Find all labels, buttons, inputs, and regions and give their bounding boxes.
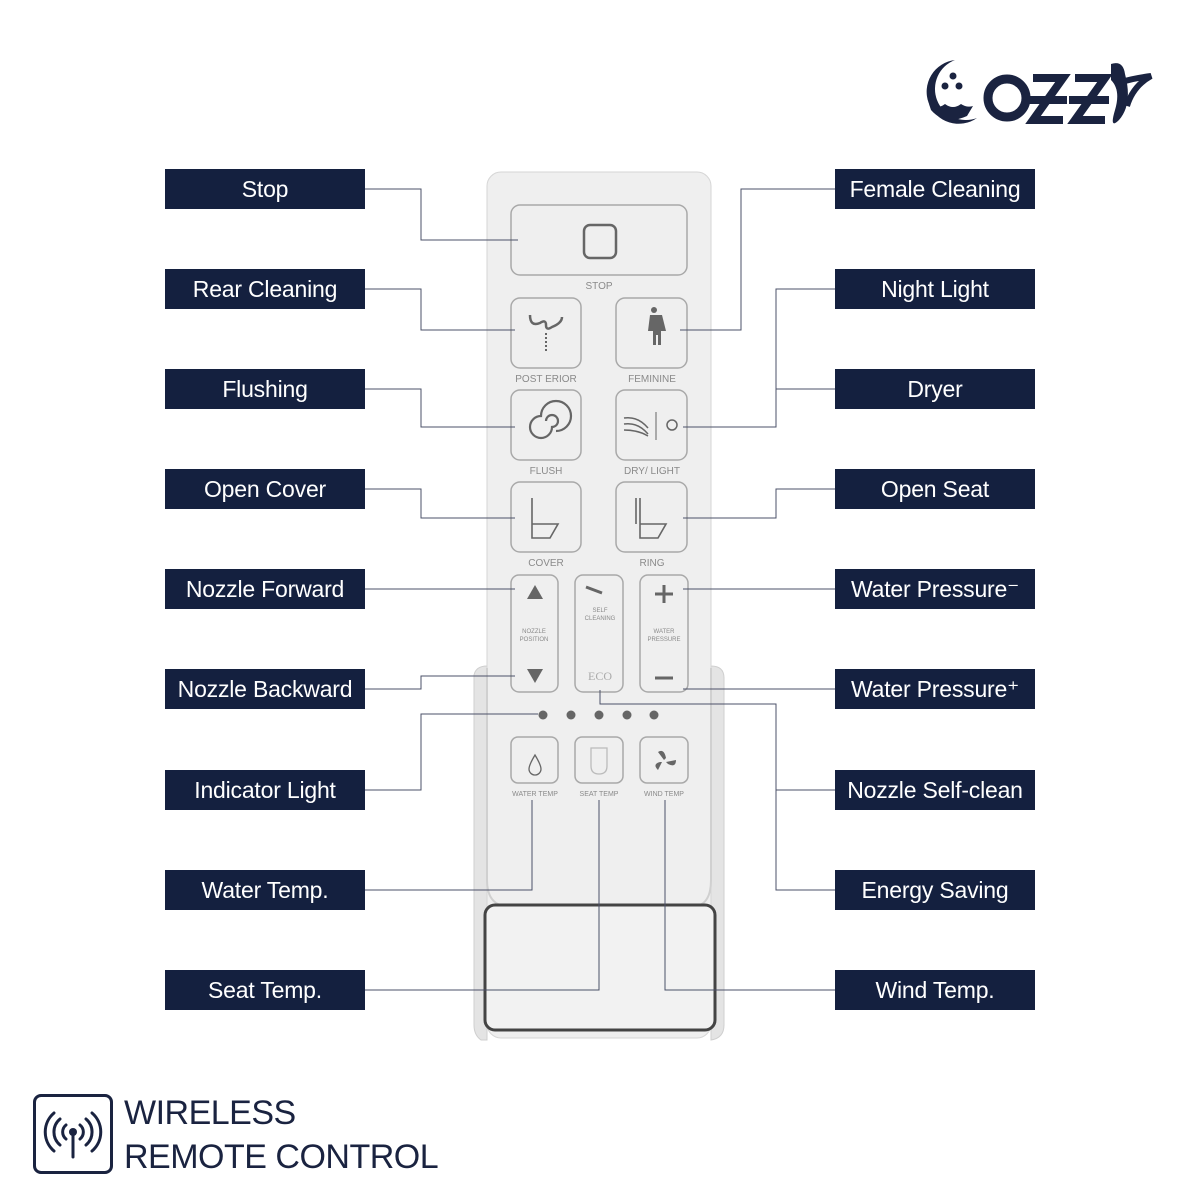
label-rear-cleaning: Rear Cleaning: [165, 269, 365, 309]
indicator-lights: [538, 710, 659, 720]
light-icon: [666, 419, 678, 431]
label-dryer: Dryer: [835, 369, 1035, 409]
stop-button: [510, 204, 688, 276]
eco-caption: ECO: [588, 669, 612, 683]
wireless-icon: [33, 1094, 113, 1174]
dry-light-caption: DRY/ LIGHT: [624, 466, 680, 477]
feminine-caption: FEMININE: [628, 374, 676, 385]
water-pressure-button: [639, 574, 689, 693]
nozzle-position-button: [510, 574, 559, 693]
seat-temp-button: [574, 736, 624, 784]
cover-caption: COVER: [528, 558, 564, 569]
ring-icon: [635, 498, 668, 539]
svg-text:PRESSURE: PRESSURE: [647, 637, 680, 643]
flush-button: [510, 389, 582, 461]
flush-icon: [528, 399, 573, 440]
label-stop: Stop: [165, 169, 365, 209]
label-nozzle-self-clean: Nozzle Self-clean: [835, 770, 1035, 810]
svg-text:POSITION: POSITION: [520, 637, 549, 643]
label-energy-saving: Energy Saving: [835, 870, 1035, 910]
dryer-icon: [623, 416, 649, 437]
posterior-icon: [528, 314, 564, 330]
cradle-slot: [483, 903, 717, 1032]
female-icon: [651, 307, 657, 313]
cover-button: [510, 481, 582, 553]
footer-line-1: WIRELESS: [124, 1094, 296, 1132]
label-nozzle-backward: Nozzle Backward: [165, 669, 365, 709]
label-seat-temp: Seat Temp.: [165, 970, 365, 1010]
svg-text:WATER: WATER: [654, 629, 676, 635]
label-female-cleaning: Female Cleaning: [835, 169, 1035, 209]
ring-caption: RING: [640, 558, 665, 569]
plus-minus-icon: [655, 585, 673, 680]
label-open-seat: Open Seat: [835, 469, 1035, 509]
label-water-temp: Water Temp.: [165, 870, 365, 910]
footer-line-2: REMOTE CONTROL: [124, 1138, 439, 1176]
label-water-pressure-plus: Water Pressure⁺: [835, 669, 1035, 709]
svg-text:SELF: SELF: [592, 608, 607, 614]
cover-icon: [531, 498, 560, 539]
ring-button: [615, 481, 688, 553]
svg-text:WIND TEMP: WIND TEMP: [644, 791, 684, 798]
label-flushing: Flushing: [165, 369, 365, 409]
fan-icon: [655, 750, 676, 770]
arrow-down-icon: [527, 669, 543, 683]
svg-text:WATER TEMP: WATER TEMP: [512, 791, 558, 798]
svg-text:NOZZLE: NOZZLE: [522, 629, 546, 635]
label-indicator-light: Indicator Light: [165, 770, 365, 810]
stop-caption: STOP: [585, 281, 612, 292]
stop-icon: [582, 223, 618, 260]
feminine-button: [615, 297, 688, 369]
svg-text:SEAT TEMP: SEAT TEMP: [580, 791, 619, 798]
water-temp-button: [510, 736, 559, 784]
arrow-up-icon: [527, 585, 543, 599]
self-cleaning-button: [574, 574, 624, 693]
nozzle-icon: [585, 585, 603, 595]
label-water-pressure-minus: Water Pressure⁻: [835, 569, 1035, 609]
flush-caption: FLUSH: [530, 466, 563, 477]
leader-lines: [365, 188, 835, 991]
label-wind-temp: Wind Temp.: [835, 970, 1035, 1010]
dry-light-button: [615, 389, 688, 461]
cozy-logo: [915, 52, 1155, 137]
seat-icon: [590, 747, 608, 775]
water-drop-icon: [528, 753, 542, 776]
label-nozzle-forward: Nozzle Forward: [165, 569, 365, 609]
posterior-caption: POST ERIOR: [515, 374, 577, 385]
svg-text:CLEANING: CLEANING: [585, 616, 616, 622]
label-open-cover: Open Cover: [165, 469, 365, 509]
label-night-light: Night Light: [835, 269, 1035, 309]
